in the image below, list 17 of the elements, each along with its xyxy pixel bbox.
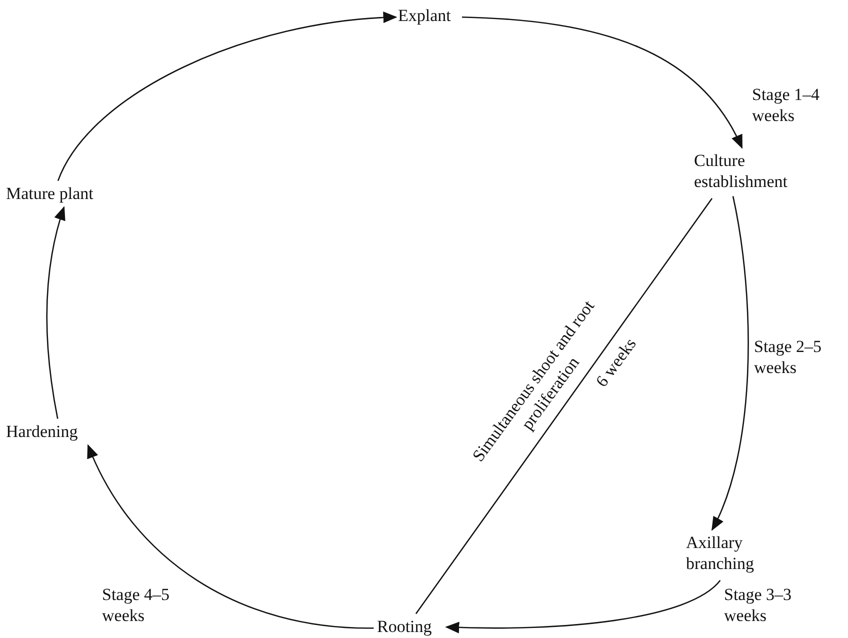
- stage-label: Culture establishment: [694, 150, 794, 192]
- edge-label: Stage 4–5 weeks: [102, 584, 171, 626]
- edge-label: Stage 1–4 weeks: [752, 84, 821, 126]
- edge-label: Stage 2–5 weeks: [754, 336, 823, 378]
- stage-label: Rooting: [377, 616, 443, 638]
- stage-label: Axillary branching: [686, 532, 776, 574]
- arrow: [462, 16, 743, 149]
- arrow: [57, 12, 398, 182]
- stage-label: Explant: [398, 5, 462, 26]
- connector-line: [415, 198, 713, 614]
- arrow: [87, 444, 374, 629]
- edge-label: Stage 3–3 weeks: [724, 584, 793, 626]
- stage-label: Hardening: [6, 421, 88, 442]
- stage-label: Mature plant: [6, 183, 106, 204]
- arrow: [445, 580, 721, 634]
- arrow: [46, 206, 66, 419]
- arrow: [712, 196, 749, 531]
